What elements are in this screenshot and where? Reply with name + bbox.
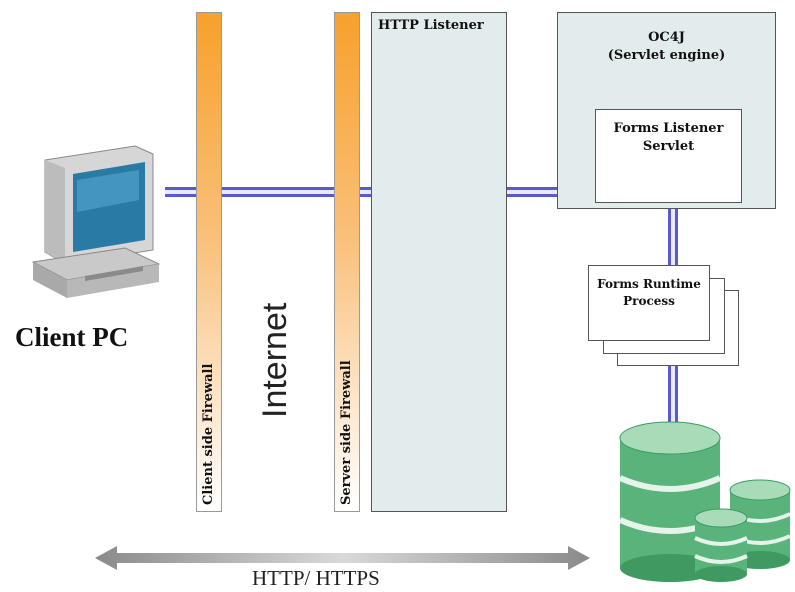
oc4j-subtitle: (Servlet engine) [607,48,726,63]
database-icon [618,421,791,582]
oc4j-runtime-connector-right [675,207,678,267]
oc4j-runtime-connector [668,207,671,267]
forms-listener-subtitle: Servlet [642,139,695,154]
client-internet-connector [165,187,560,190]
forms-runtime-process-box: Forms Runtime Process [588,265,710,341]
forms-runtime-title: Forms Runtime [597,277,701,291]
runtime-db-connector-right [675,363,678,425]
oc4j-box: OC4J (Servlet engine) Forms Listener Ser… [557,12,776,209]
connector-gap-v2 [671,363,675,425]
protocol-label: HTTP/ HTTPS [252,566,380,590]
client-pc-label: Client PC [15,322,129,352]
http-double-arrow-icon [95,546,590,570]
oc4j-title: OC4J [648,30,685,45]
forms-listener-servlet-box: Forms Listener Servlet [595,109,742,203]
database-small-front-icon [694,508,748,582]
client-firewall [196,12,222,512]
internet-label: Internet [256,302,294,418]
client-pc-icon [31,145,161,298]
client-internet-connector-lower [165,194,560,197]
forms-listener-title: Forms Listener [613,121,724,136]
connector-gap-v1 [671,207,675,267]
http-listener-box: HTTP Listener [371,12,507,512]
forms-runtime-subtitle: Process [623,294,675,308]
connector-gap [165,190,560,194]
client-firewall-label: Client side Firewall [201,363,216,505]
runtime-db-connector [668,363,671,425]
server-firewall-label: Server side Firewall [339,360,354,505]
http-listener-label: HTTP Listener [378,18,484,33]
server-firewall [334,12,360,512]
